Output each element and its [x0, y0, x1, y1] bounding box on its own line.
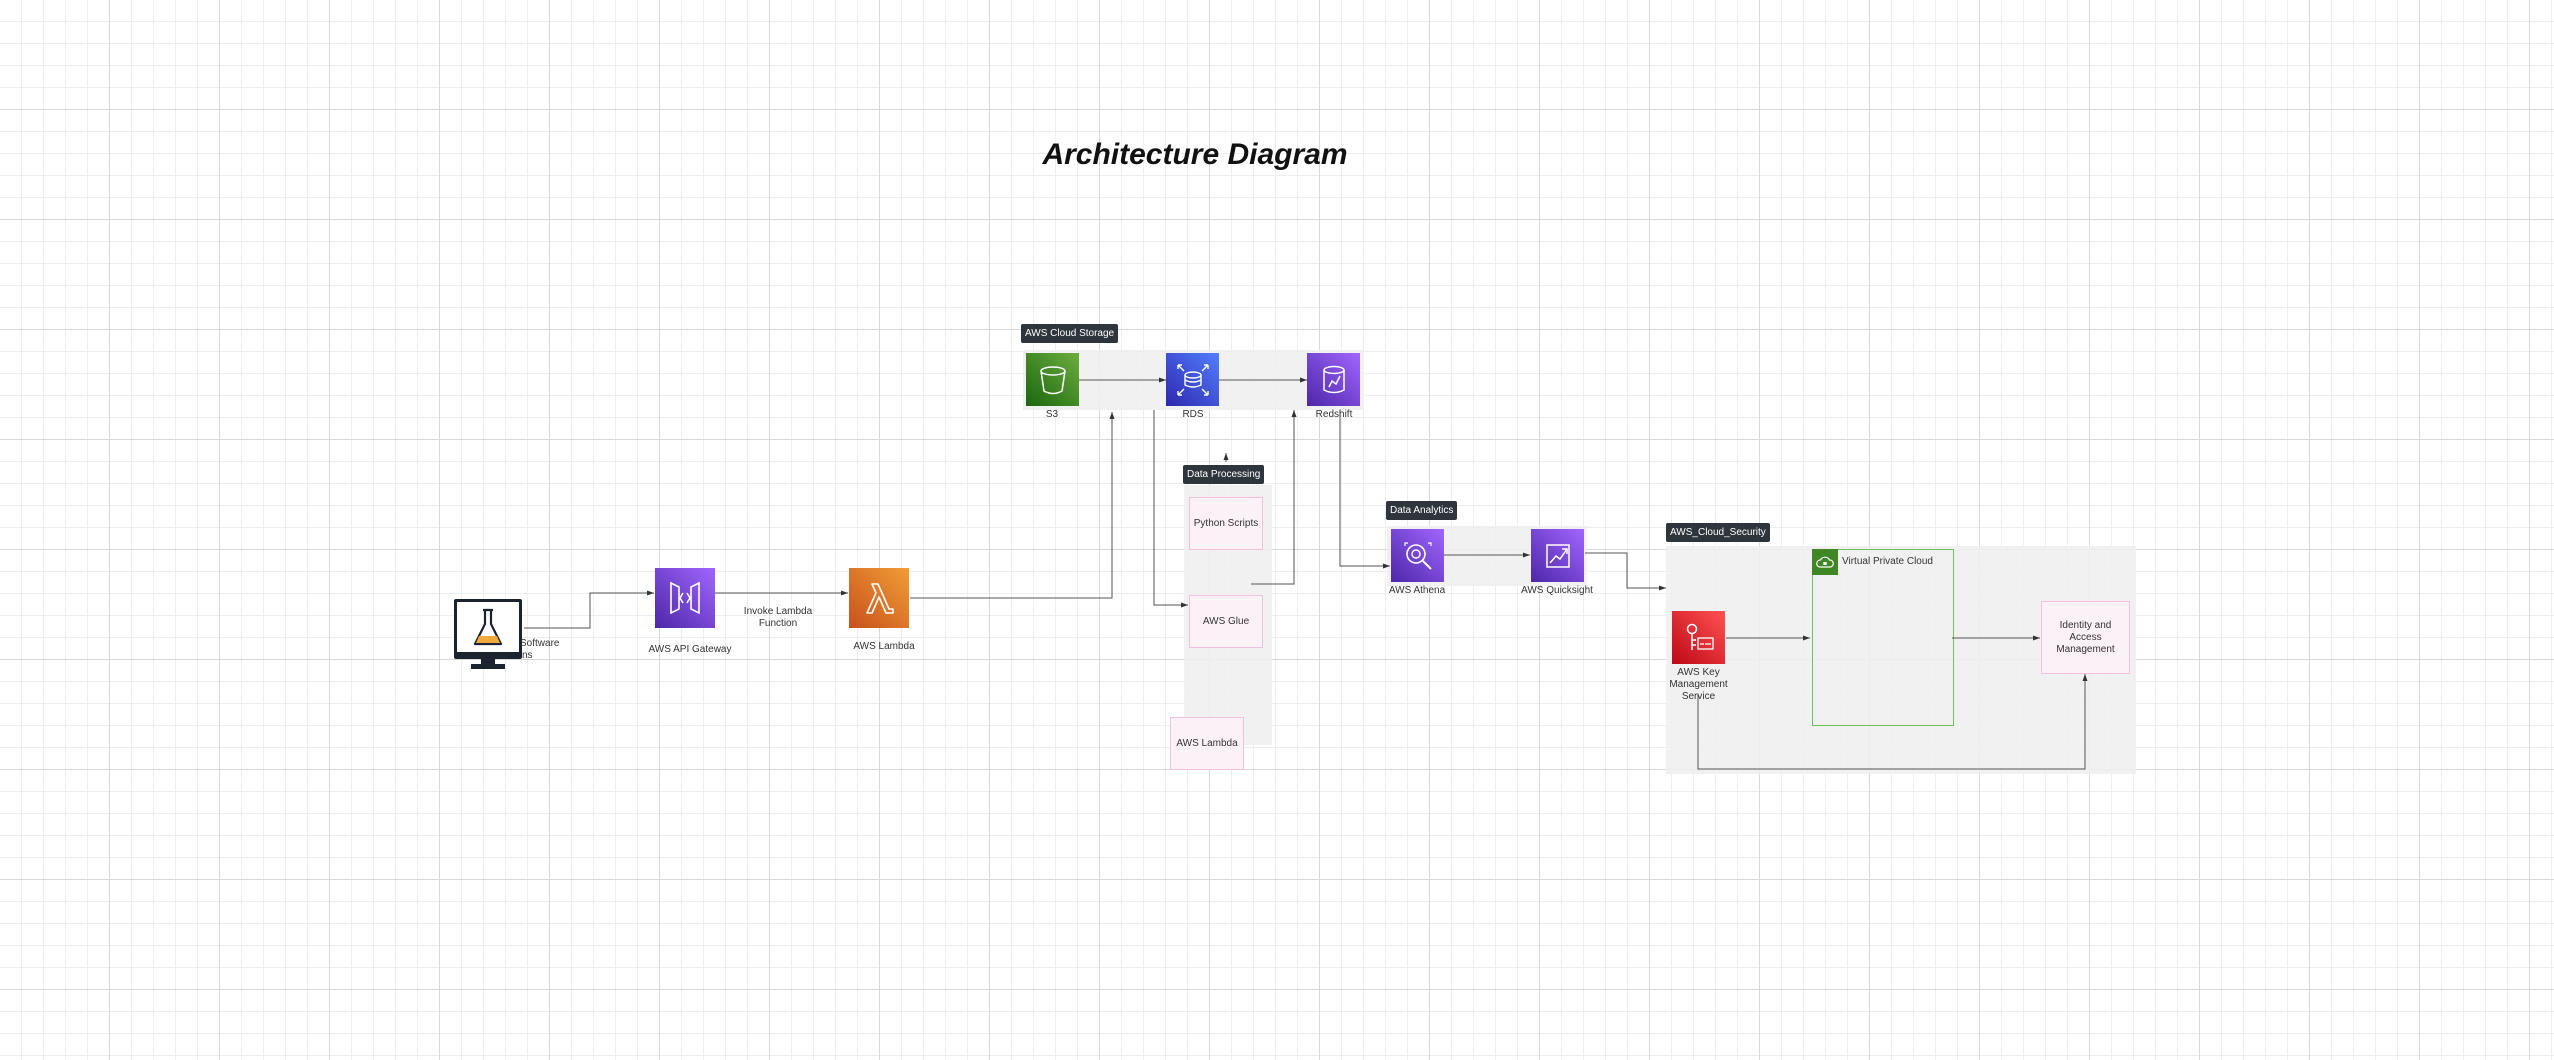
redshift-node[interactable] — [1307, 353, 1360, 406]
software-label: Software — [520, 638, 560, 649]
cloud-storage-group-label: AWS Cloud Storage — [1021, 324, 1119, 343]
software-node[interactable] — [453, 598, 523, 670]
athena-node[interactable] — [1391, 529, 1444, 582]
data-analytics-group-label: Data Analytics — [1386, 501, 1458, 520]
api-gateway-label: AWS API Gateway — [648, 644, 732, 655]
edge-quicksight-to-security — [1585, 552, 1666, 591]
redshift-label: Redshift — [1315, 409, 1353, 420]
rds-label: RDS — [1182, 409, 1204, 420]
edge-glue-to-redshift — [1251, 410, 1297, 585]
edge-redshift-to-athena — [1339, 410, 1390, 569]
data-processing-group-label: Data Processing — [1183, 465, 1265, 484]
glue-node[interactable]: AWS Glue — [1189, 595, 1263, 648]
kms-node[interactable] — [1672, 611, 1725, 664]
lambda-box-node[interactable]: AWS Lambda — [1170, 717, 1244, 770]
magnifier-icon — [1403, 541, 1432, 570]
api-gateway-node[interactable] — [655, 568, 715, 628]
quicksight-node[interactable] — [1531, 529, 1584, 582]
chart-icon — [1545, 543, 1570, 568]
iam-node[interactable]: Identity and Access Management — [2041, 601, 2130, 674]
software-label-suffix: ns — [522, 650, 533, 661]
athena-label: AWS Athena — [1388, 585, 1446, 596]
edge-software-to-api — [524, 590, 654, 629]
lambda-label: AWS Lambda — [853, 641, 915, 652]
s3-node[interactable] — [1026, 353, 1079, 406]
kms-label: AWS Key Management Service — [1669, 667, 1728, 702]
data-warehouse-icon — [1322, 365, 1345, 393]
invoke-lambda-edge-label: Invoke Lambda Function — [743, 606, 813, 629]
lambda-icon — [866, 583, 894, 614]
key-icon — [1686, 623, 1714, 650]
edge-storage-to-glue — [1153, 410, 1188, 608]
bucket-icon — [1039, 365, 1066, 394]
vpc-label: Virtual Private Cloud — [1842, 556, 1933, 567]
edge-kms-to-iam — [1697, 674, 2088, 770]
s3-label: S3 — [1045, 409, 1059, 420]
python-scripts-node[interactable]: Python Scripts — [1189, 497, 1263, 550]
quicksight-label: AWS Quicksight — [1521, 585, 1593, 596]
monitor-flask-icon — [454, 599, 522, 669]
cloud-security-group-label: AWS_Cloud_Security — [1666, 523, 1770, 542]
rds-node[interactable] — [1166, 353, 1219, 406]
edge-lambda-to-storage — [910, 412, 1115, 599]
lambda-node[interactable] — [849, 568, 909, 628]
database-icon — [1176, 363, 1209, 396]
cloud-lock-icon — [1812, 549, 1838, 575]
api-gateway-icon — [670, 581, 700, 615]
diagram-title: Architecture Diagram — [1042, 138, 1348, 171]
